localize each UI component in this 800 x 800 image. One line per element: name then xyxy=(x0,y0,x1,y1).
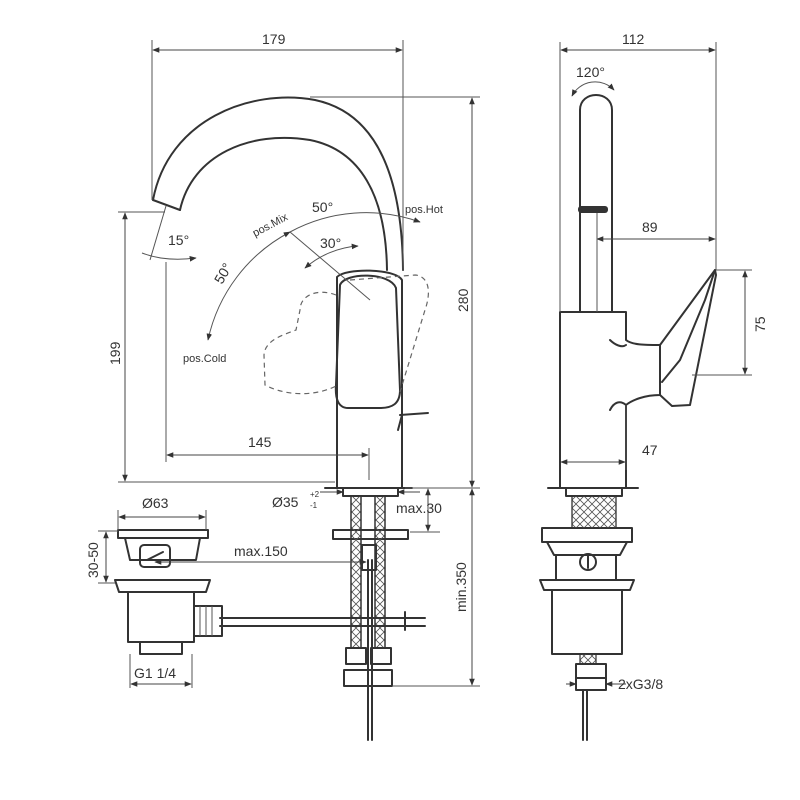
dim-hole-tol-minus: -1 xyxy=(310,501,318,510)
dim-max-30: max.30 xyxy=(396,500,442,516)
side-lever xyxy=(659,269,717,407)
lever-cold-ghost xyxy=(263,291,339,395)
lever-hot-ghost xyxy=(349,274,429,393)
dim-112: 112 xyxy=(622,31,645,47)
spout-inner xyxy=(179,136,388,271)
angle-50-lower: 50° xyxy=(211,260,235,286)
pos-hot-label: pos.Hot xyxy=(405,204,443,216)
side-spout xyxy=(579,94,613,313)
dimension-lines xyxy=(98,40,752,688)
dim-89: 89 xyxy=(642,219,658,235)
dim-199: 199 xyxy=(107,341,123,365)
spout-outer xyxy=(152,96,404,271)
dim-max-150: max.150 xyxy=(234,543,288,559)
lever-handle xyxy=(334,274,401,409)
dimension-labels: 179 280 199 145 Ø35 +2 -1 max.30 min.350… xyxy=(85,31,768,692)
dim-rotation-120: 120° xyxy=(576,64,605,80)
dim-waste-height: 30-50 xyxy=(85,542,101,578)
dim-179: 179 xyxy=(262,31,286,47)
dim-hole-diameter: Ø35 xyxy=(272,494,299,510)
dim-min-350: min.350 xyxy=(453,562,469,612)
side-view xyxy=(539,94,717,741)
dim-waste-diameter: Ø63 xyxy=(142,495,169,511)
front-view: pos.Mix pos.Hot pos.Cold 50° 30° 50° 15° xyxy=(141,96,443,741)
dim-145: 145 xyxy=(248,434,272,450)
dim-75: 75 xyxy=(752,316,768,332)
waste-front xyxy=(114,529,223,655)
dim-hole-tol-plus: +2 xyxy=(310,490,320,499)
angle-15: 15° xyxy=(168,232,189,248)
dim-47: 47 xyxy=(642,442,658,458)
pos-cold-label: pos.Cold xyxy=(183,353,226,365)
angle-50-upper: 50° xyxy=(312,199,333,215)
angle-30: 30° xyxy=(320,235,341,251)
dim-hose-thread: 2xG3/8 xyxy=(618,676,663,692)
dim-280: 280 xyxy=(455,288,471,312)
dim-waste-thread: G1 1/4 xyxy=(134,665,176,681)
